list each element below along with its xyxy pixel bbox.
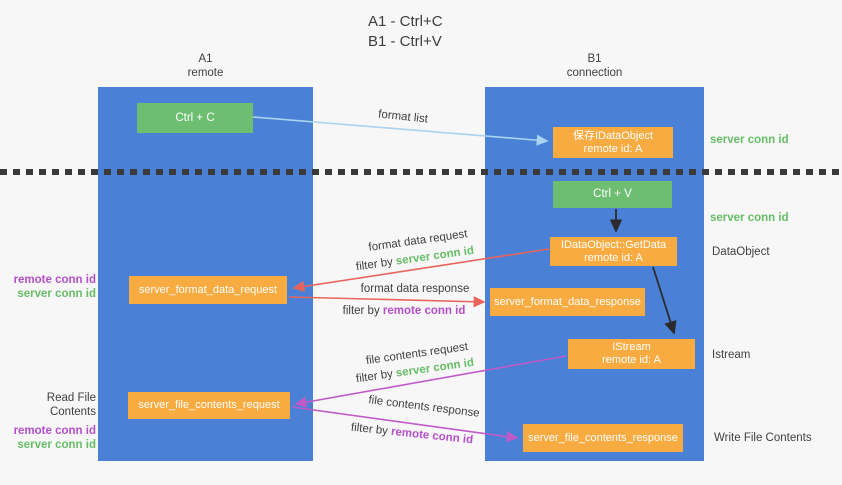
server-conn-id-label-top: server conn id	[710, 134, 789, 146]
format-data-response-arrow	[288, 296, 486, 308]
server-conn-id-label-mid: server conn id	[710, 212, 789, 224]
lane-a1-name: A1	[198, 53, 213, 65]
lane-header-a1: A1 remote	[98, 52, 313, 80]
getdata-line2: remote id: A	[584, 251, 643, 264]
save-idataobject-line1: 保存IDataObject	[572, 129, 654, 142]
server-format-data-request-label: server_format_data_request	[138, 283, 278, 296]
filter-by-text: filter by	[355, 256, 394, 274]
save-idataobject-line2: remote id: A	[583, 142, 643, 155]
remote-conn-id-text: remote conn id	[390, 425, 474, 447]
ctrl-c-label: Ctrl + C	[175, 111, 215, 124]
lane-header-b1: B1 connection	[485, 52, 704, 80]
server-conn-id-label: server conn id	[17, 439, 96, 451]
server-file-contents-request-label: server_file_contents_request	[138, 399, 280, 411]
file-contents-response-filter-label: filter by remote conn id	[350, 422, 473, 447]
dataobject-label: DataObject	[712, 246, 770, 258]
format-list-label: format list	[377, 108, 429, 126]
server-format-data-response-box: server_format_data_response	[490, 288, 645, 316]
save-idataobject-box: 保存IDataObject remote id: A	[553, 127, 673, 158]
remote-conn-id-label: remote conn id	[13, 425, 96, 437]
server-conn-id-label: server conn id	[17, 288, 96, 300]
istream-line1: IStream	[612, 341, 651, 353]
format-data-response-label: format data response	[360, 283, 470, 295]
write-file-contents-label: Write File Contents	[714, 432, 812, 444]
filter-by-text: filter by	[355, 368, 394, 386]
remote-conn-id-label: remote conn id	[13, 274, 96, 286]
server-format-data-request-box: server_format_data_request	[129, 276, 287, 304]
ctrl-v-box: Ctrl + V	[553, 181, 672, 208]
server-file-contents-request-box: server_file_contents_request	[128, 392, 290, 419]
ctrl-c-box: Ctrl + C	[137, 103, 253, 133]
istream-side-label: Istream	[712, 349, 751, 361]
server-file-contents-response-label: server_file_contents_response	[528, 431, 678, 444]
title-line-1: A1 - Ctrl+C	[368, 13, 443, 30]
lane-b1-subtitle: connection	[566, 67, 623, 79]
remote-conn-id-text: remote conn id	[382, 305, 466, 317]
left-file-contents-labels: Read File Contents remote conn id server…	[2, 391, 96, 452]
dashed-separator-line	[0, 169, 842, 175]
filter-by-text: filter by	[350, 421, 389, 438]
idataobject-getdata-box: IDataObject::GetData remote id: A	[550, 237, 677, 266]
istream-line2: remote id: A	[602, 354, 661, 366]
format-data-response-filter-label: filter by remote conn id	[343, 305, 466, 317]
filter-by-text: filter by	[342, 305, 380, 317]
lane-a1-subtitle: remote	[187, 67, 224, 79]
server-file-contents-response-box: server_file_contents_response	[523, 424, 683, 452]
istream-box: IStream remote id: A	[568, 339, 695, 369]
left-conn-ids-format: remote conn id server conn id	[4, 273, 96, 301]
file-contents-response-label: file contents response	[367, 394, 481, 420]
read-file-contents-label: Read File Contents	[46, 392, 96, 418]
getdata-line1: IDataObject::GetData	[560, 238, 667, 251]
server-format-data-response-label: server_format_data_response	[494, 295, 641, 308]
diagram-title: A1 - Ctrl+C B1 - Ctrl+V	[368, 12, 443, 52]
title-line-2: B1 - Ctrl+V	[368, 33, 442, 50]
ctrl-v-label: Ctrl + V	[593, 188, 632, 200]
lane-b1-name: B1	[587, 53, 602, 65]
